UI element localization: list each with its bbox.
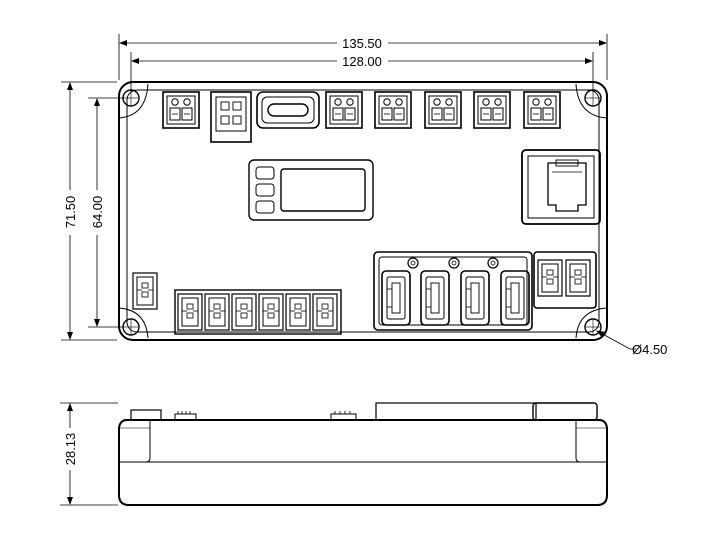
dim-label-overall-height: 71.50 bbox=[63, 196, 78, 229]
terminal-block-2 bbox=[325, 91, 363, 129]
power-connector bbox=[210, 91, 252, 143]
jst-connector-2 bbox=[204, 293, 230, 331]
top-view bbox=[118, 81, 608, 341]
mounting-hole-top-right bbox=[584, 89, 602, 107]
side-view bbox=[118, 402, 608, 506]
jst-connector-6 bbox=[312, 293, 338, 331]
jst-connector-bank bbox=[174, 289, 342, 335]
jst-connector-4 bbox=[258, 293, 284, 331]
jst-connector-3 bbox=[231, 293, 257, 331]
dimension-overall-width: 135.50 bbox=[118, 34, 608, 80]
terminal-block-5 bbox=[473, 91, 511, 129]
mounting-hole-bottom-right bbox=[584, 318, 602, 336]
dim-label-hole-spacing-height: 64.00 bbox=[90, 196, 105, 229]
terminal-block-6 bbox=[523, 91, 561, 129]
usb-port-2 bbox=[420, 270, 450, 326]
display-panel bbox=[248, 159, 374, 221]
usb-port-4 bbox=[500, 270, 530, 326]
dim-label-hole-spacing-width: 128.00 bbox=[342, 54, 382, 69]
dimension-overall-height: 71.50 bbox=[61, 81, 117, 341]
dim-label-thickness: 28.13 bbox=[63, 433, 78, 466]
dim-label-hole-diameter: Ø4.50 bbox=[632, 342, 667, 357]
terminal-block-1 bbox=[162, 91, 200, 129]
dimension-hole-spacing-height: 64.00 bbox=[88, 97, 124, 328]
mounting-hole-bottom-left bbox=[122, 318, 140, 336]
mounting-hole-top-left bbox=[122, 89, 140, 107]
usb-port-bank bbox=[373, 251, 533, 331]
dual-jst-connector bbox=[533, 251, 597, 309]
jst-connector-left bbox=[132, 272, 158, 310]
jst-connector-5 bbox=[285, 293, 311, 331]
usb-port-3 bbox=[460, 270, 490, 326]
dimension-thickness: 28.13 bbox=[60, 402, 118, 506]
dimension-hole-diameter: Ø4.50 bbox=[596, 330, 667, 357]
ethernet-port bbox=[521, 149, 601, 225]
dimension-hole-spacing-width: 128.00 bbox=[130, 52, 594, 92]
dim-label-overall-width: 135.50 bbox=[342, 36, 382, 51]
usb-port-1 bbox=[381, 270, 411, 326]
jst-connector-1 bbox=[177, 293, 203, 331]
terminal-block-4 bbox=[424, 91, 462, 129]
usb-c-port bbox=[256, 91, 320, 129]
terminal-block-3 bbox=[374, 91, 412, 129]
